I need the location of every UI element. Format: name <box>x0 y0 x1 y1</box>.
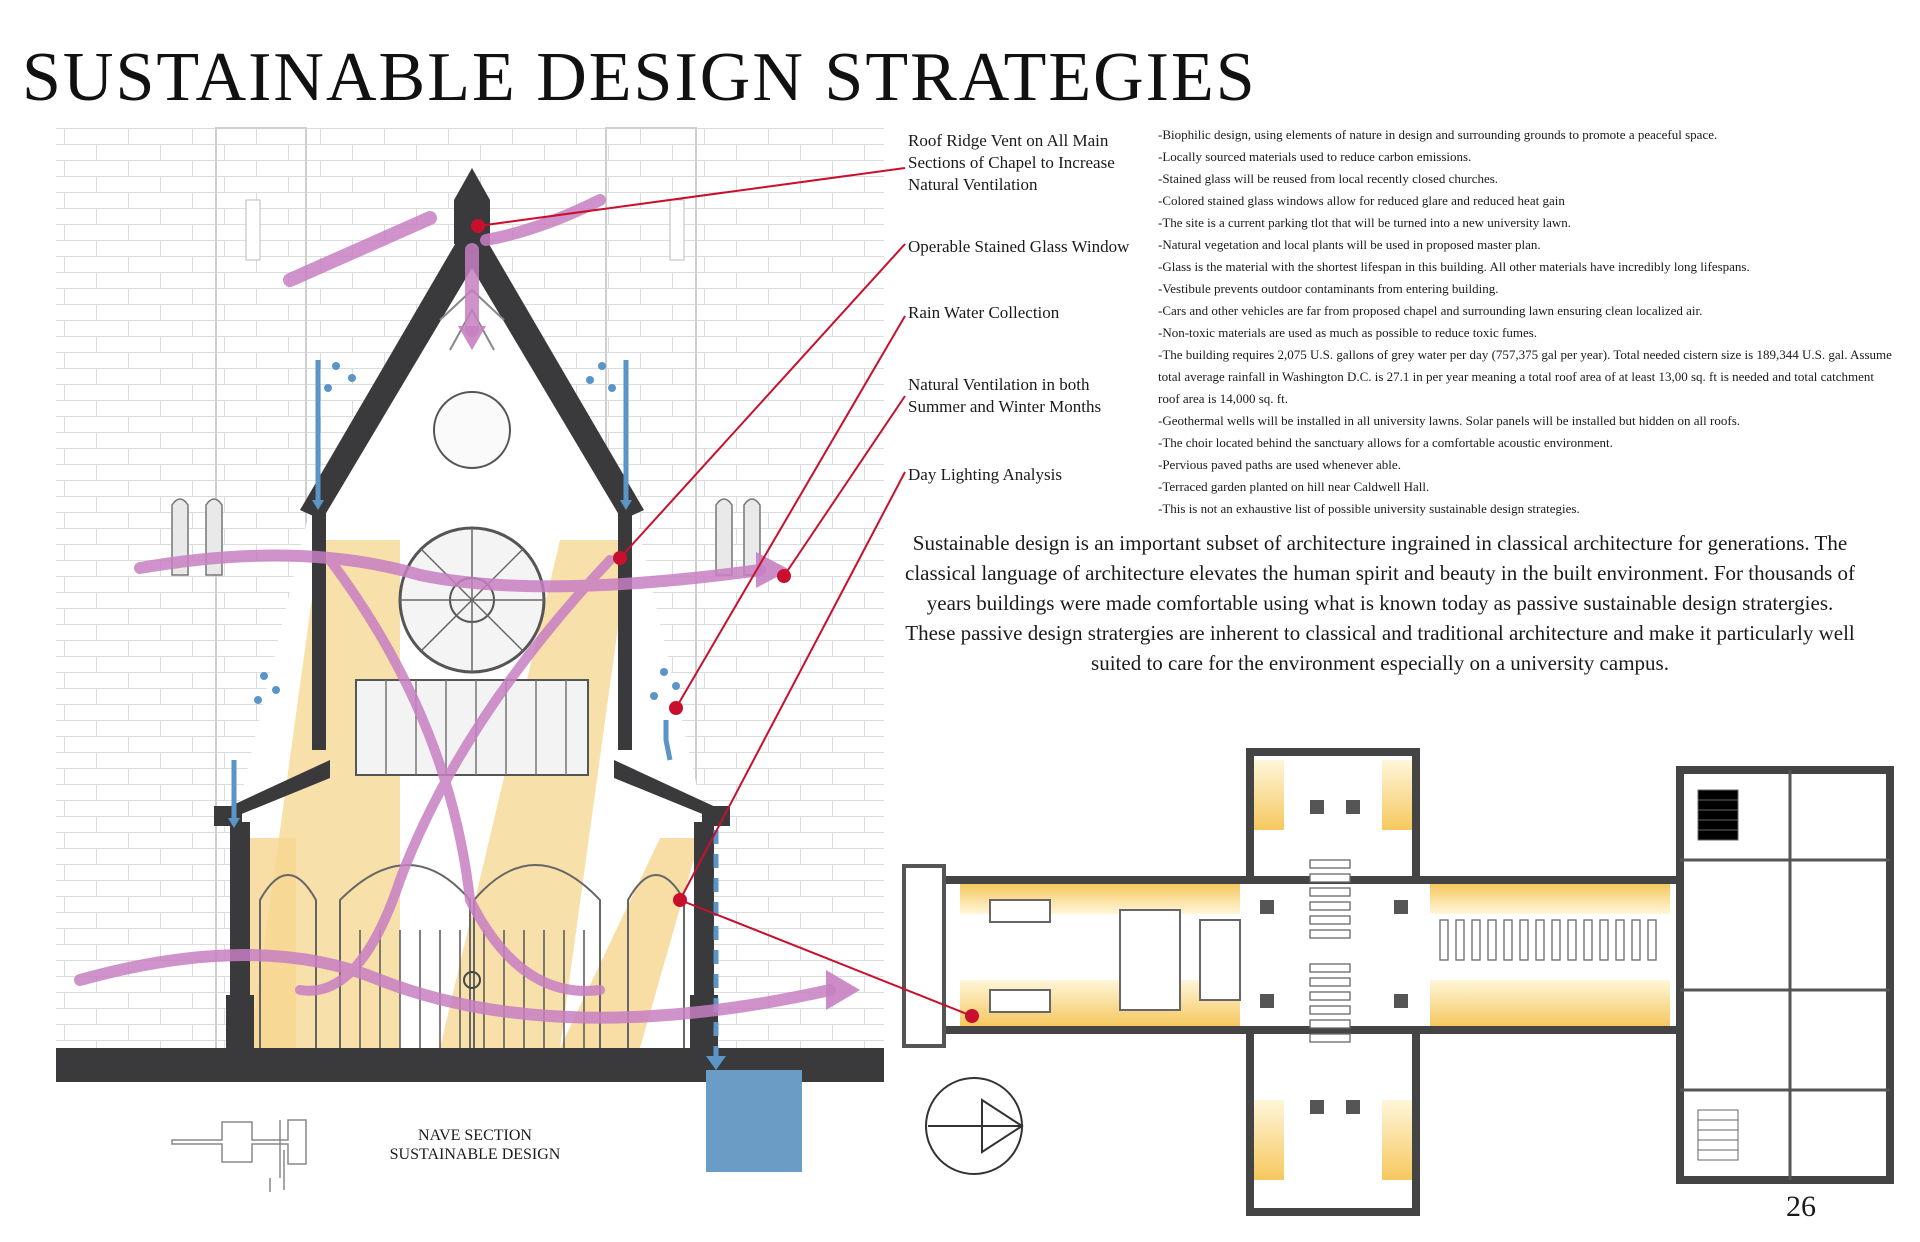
strategy-item: -Terraced garden planted on hill near Ca… <box>1158 479 1430 494</box>
callout-day-lighting: Day Lighting Analysis <box>908 465 1062 484</box>
airflow-winter-low <box>74 949 836 1024</box>
strategy-item: -The choir located behind the sanctuary … <box>1158 435 1613 450</box>
airflow-cross-a <box>325 555 605 996</box>
north-arrow <box>925 1077 1024 1175</box>
nave-section-drawing <box>56 127 884 1172</box>
gable-roof <box>300 215 644 520</box>
key-plan <box>171 1119 307 1192</box>
page-number: 26 <box>1786 1190 1816 1223</box>
rain-drops <box>254 362 680 704</box>
section-caption: NAVE SECTION SUSTAINABLE DESIGN <box>350 1126 600 1164</box>
airflow-summer-left <box>134 549 766 593</box>
strategy-item: -The building requires 2,075 U.S. gallon… <box>1158 347 1892 406</box>
callout-ventilation-line-2: Summer and Winter Months <box>908 397 1102 416</box>
callout-roof-line-2: Sections of Chapel to Increase <box>908 153 1115 172</box>
strategy-item: -Biophilic design, using elements of nat… <box>1158 127 1718 142</box>
callout-roof-line-1: Roof Ridge Vent on All Main <box>908 131 1109 150</box>
strategy-item: -Pervious paved paths are used whenever … <box>1158 457 1401 472</box>
vestibule <box>902 864 946 1048</box>
callout-roof-ridge-vent: Roof Ridge Vent on All Main Sections of … <box>908 130 1115 196</box>
callout-leaders <box>477 167 973 1017</box>
strategy-item: -Locally sourced materials used to reduc… <box>1158 149 1472 164</box>
callout-dots <box>471 219 979 1023</box>
page-title: SUSTAINABLE DESIGN STRATEGIES <box>22 39 1257 116</box>
strategy-item: -Natural vegetation and local plants wil… <box>1158 237 1541 252</box>
callout-natural-ventilation: Natural Ventilation in both Summer and W… <box>908 374 1101 418</box>
airflow-top-left <box>283 211 437 287</box>
daylight-beam-lower-left <box>250 838 296 1048</box>
strategy-item: -Vestibule prevents outdoor contaminants… <box>1158 281 1499 296</box>
strategies-list: -Biophilic design, using elements of nat… <box>1158 124 1898 520</box>
strategy-item: -The site is a current parking tlot that… <box>1158 215 1572 230</box>
right-aisle-roof <box>614 760 722 822</box>
left-pier-base <box>226 995 254 1048</box>
strategy-item: -This is not an exhaustive list of possi… <box>1158 501 1580 516</box>
callout-operable-window: Operable Stained Glass Window <box>908 237 1130 256</box>
daylight-beam-right <box>440 540 630 1048</box>
strategy-item: -Non-toxic materials are used as much as… <box>1158 325 1538 340</box>
callout-ventilation-line-1: Natural Ventilation in both <box>908 375 1090 394</box>
left-aisle-roof <box>222 760 330 822</box>
rainwater-cistern <box>706 1070 802 1172</box>
strategy-item: -Cars and other vehicles are far from pr… <box>1158 303 1703 318</box>
callout-rain-water: Rain Water Collection <box>908 303 1060 322</box>
intro-paragraph: Sustainable design is an important subse… <box>905 531 1855 675</box>
strategy-item: -Colored stained glass windows allow for… <box>1158 193 1565 208</box>
quatrefoil-window <box>433 391 511 469</box>
airflow-cross-b <box>295 555 615 996</box>
section-caption-line-2: SUSTAINABLE DESIGN <box>389 1146 561 1163</box>
right-pier-base <box>690 995 718 1048</box>
callout-roof-line-3: Natural Ventilation <box>908 175 1038 194</box>
section-caption-line-1: NAVE SECTION <box>418 1127 532 1144</box>
strategy-item: -Glass is the material with the shortest… <box>1158 259 1750 274</box>
airflow-top-right <box>480 194 606 246</box>
floor-plan <box>902 748 1894 1216</box>
strategy-item: -Geothermal wells will be installed in a… <box>1158 413 1740 428</box>
strategy-item: -Stained glass will be reused from local… <box>1158 171 1499 186</box>
statue-right <box>715 498 733 576</box>
